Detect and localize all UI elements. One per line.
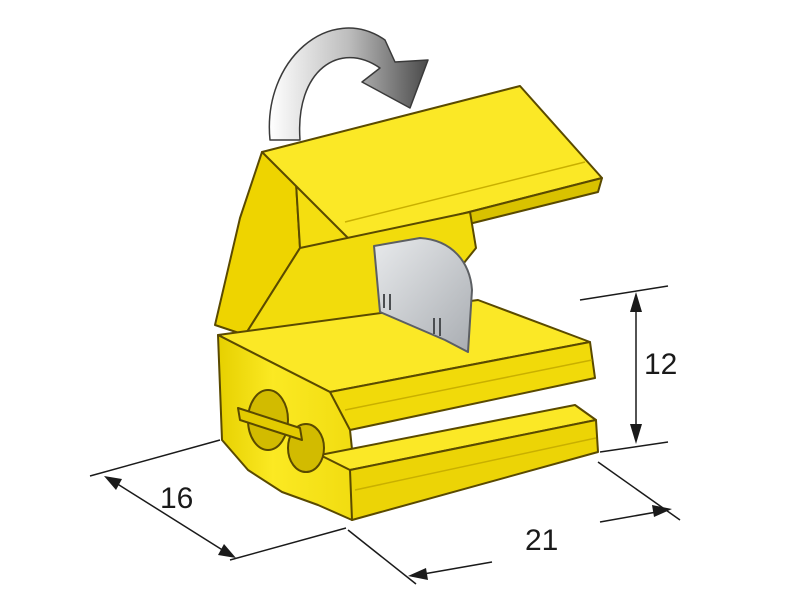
width-dimension — [347, 461, 681, 585]
depth-label: 16 — [160, 482, 193, 515]
height-dimension — [579, 285, 669, 453]
curved-arrow-icon — [268, 27, 429, 141]
height-label: 12 — [644, 348, 677, 381]
wire-slot — [237, 407, 303, 441]
lid-groove — [344, 161, 586, 223]
connector-body — [214, 85, 603, 521]
depth-dimension — [89, 439, 347, 561]
upper-jaw-edge — [344, 359, 593, 411]
width-label: 21 — [525, 524, 558, 557]
lower-jaw-front — [349, 419, 599, 521]
metal-blade-icon — [373, 237, 473, 353]
lower-jaw-groove — [354, 437, 597, 491]
